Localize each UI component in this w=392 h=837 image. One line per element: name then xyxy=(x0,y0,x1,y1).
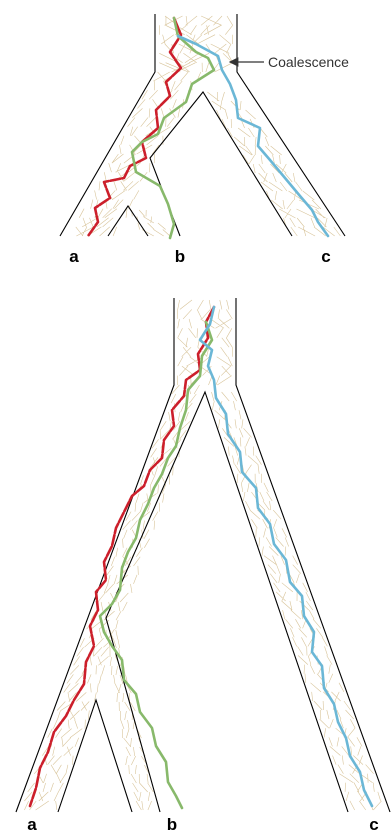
panel-top: Coalescence a b c xyxy=(59,14,349,266)
species-tree-outline-top xyxy=(59,14,156,237)
species-tree-outline-top xyxy=(236,14,346,237)
genealogy-background-top xyxy=(75,15,341,237)
lineage-c-bottom xyxy=(198,305,374,808)
species-tree-outline-bottom xyxy=(235,298,391,813)
species-label-c-bottom: c xyxy=(369,815,378,834)
species-tree-outline-bottom xyxy=(105,390,349,813)
lineage-c-top xyxy=(176,34,330,238)
species-tree-outline-top xyxy=(107,205,149,237)
species-label-b-bottom: b xyxy=(167,815,177,834)
lineage-b-bottom xyxy=(98,320,214,810)
coalescence-label: Coalescence xyxy=(268,54,349,70)
species-label-a-bottom: a xyxy=(27,815,37,834)
panel-bottom: a b c xyxy=(15,298,391,834)
genealogy-lines xyxy=(24,299,382,811)
lineage-a-bottom xyxy=(28,305,216,808)
species-tree-outline-bottom xyxy=(57,698,133,813)
species-tree-outline-bottom xyxy=(15,298,175,813)
genealogy-background-bottom xyxy=(24,299,382,811)
genealogy-lines xyxy=(75,15,341,237)
species-label-a-top: a xyxy=(69,247,79,266)
species-label-c-top: c xyxy=(321,247,330,266)
lineage-b-top xyxy=(130,16,216,240)
species-label-b-top: b xyxy=(175,247,185,266)
